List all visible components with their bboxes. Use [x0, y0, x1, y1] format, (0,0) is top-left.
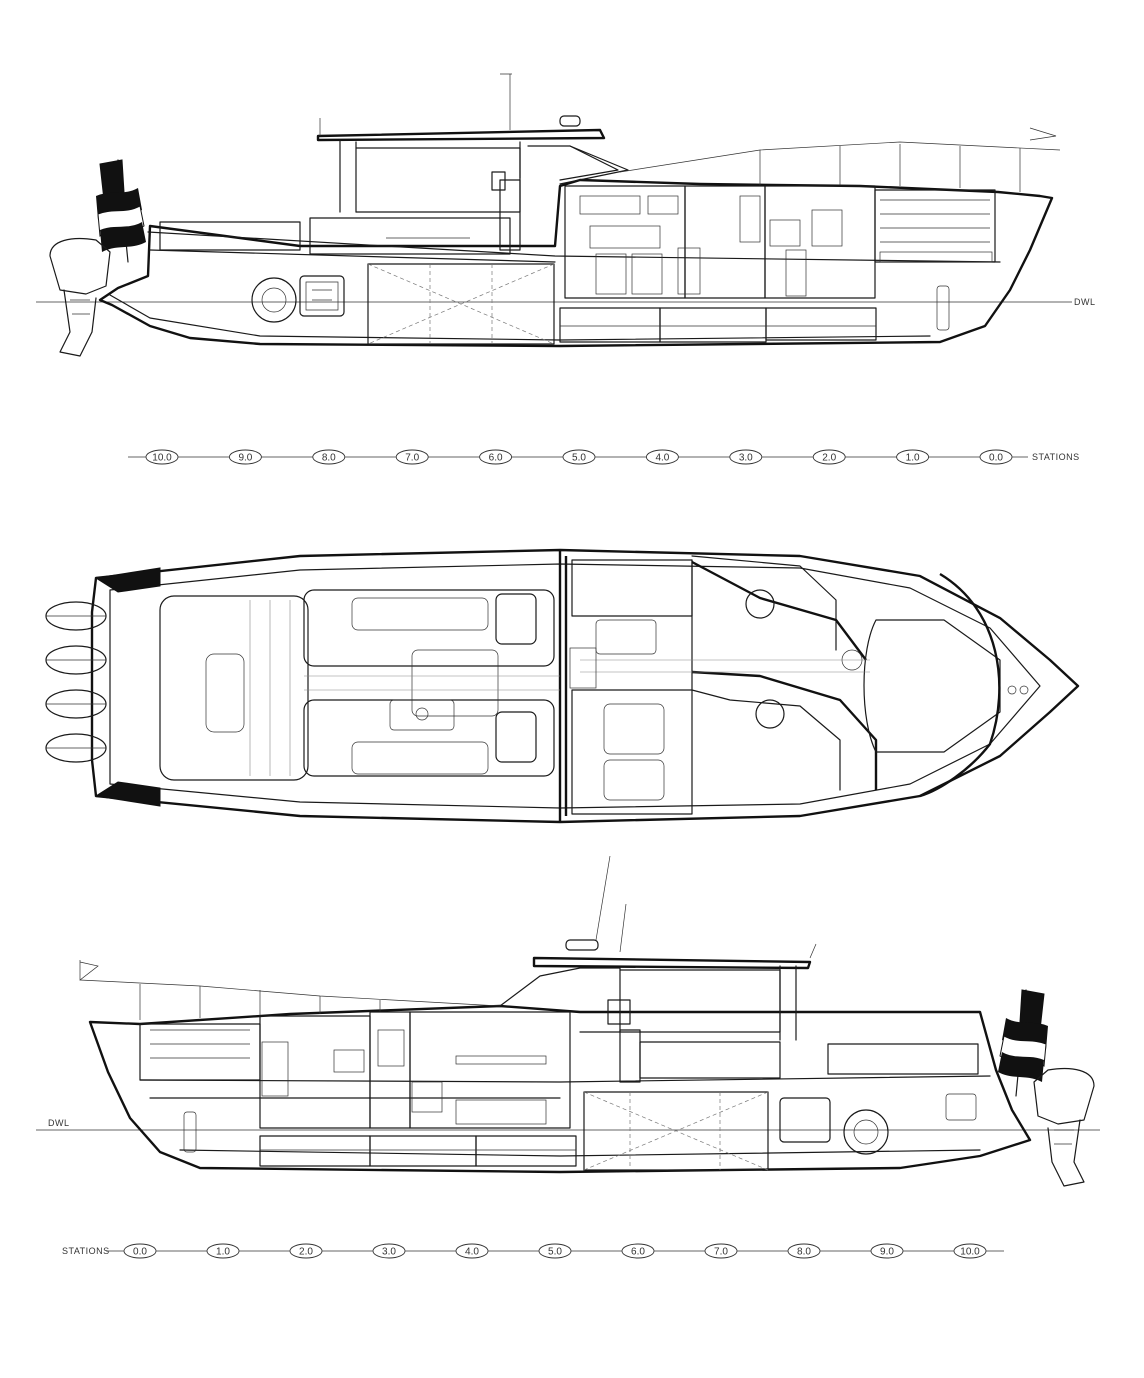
outboard-motor-icon	[49, 237, 111, 357]
deck-line-bottom	[139, 1075, 991, 1083]
top-station-oval	[979, 449, 1013, 465]
bottom-station-label: 9.0	[880, 1247, 894, 1258]
waterline-label-top: DWL	[1074, 297, 1096, 307]
bow-pennant-bottom	[79, 960, 99, 981]
plan-view	[45, 548, 1080, 824]
top-station-label: 8.0	[322, 453, 336, 464]
bottom-station-label: 0.0	[133, 1247, 147, 1258]
bottom-station-oval	[787, 1243, 821, 1259]
bottom-station-oval	[953, 1243, 987, 1259]
waterline-label-bottom: DWL	[48, 1118, 70, 1128]
head-aft	[755, 699, 785, 729]
stations-scale-top: 10.0 9.0 8.0 7.0 6.0 5.0 4.0 3.0 2.0 1.0 0.0 STATI…	[128, 449, 1080, 465]
top-station-label: 1.0	[906, 453, 920, 464]
radar-dome-top	[559, 115, 581, 127]
outboard-motor-icon	[1033, 1067, 1095, 1187]
top-station-oval	[729, 449, 763, 465]
top-station-label: 4.0	[655, 453, 669, 464]
top-station-label: 10.0	[152, 453, 172, 464]
cleat-aft-stbd	[94, 781, 161, 807]
top-station-oval	[395, 449, 429, 465]
bottom-station-oval	[704, 1243, 738, 1259]
profile-top: DWL	[36, 73, 1096, 465]
cleat-fwd-port	[94, 567, 161, 593]
deck-line-top	[147, 231, 1001, 263]
bottom-station-oval	[455, 1243, 489, 1259]
bottom-station-oval	[870, 1243, 904, 1259]
bottom-station-label: 10.0	[960, 1247, 980, 1258]
bow-rail-top	[619, 141, 1061, 173]
bow-pennant-top	[1029, 127, 1057, 141]
bottom-station-label: 3.0	[382, 1247, 396, 1258]
top-station-oval	[228, 449, 262, 465]
head-fwd	[745, 589, 775, 619]
top-station-oval	[812, 449, 846, 465]
top-station-oval	[562, 449, 596, 465]
top-station-oval	[645, 449, 679, 465]
top-station-label: 0.0	[989, 453, 1003, 464]
stations-label-bottom: STATIONS	[62, 1246, 110, 1256]
top-station-label: 7.0	[405, 453, 419, 464]
antenna-bottom	[595, 855, 817, 959]
bottom-station-oval	[372, 1243, 406, 1259]
top-station-oval	[312, 449, 346, 465]
hardtop-bottom	[532, 956, 812, 970]
top-station-label: 2.0	[822, 453, 836, 464]
bottom-station-oval	[538, 1243, 572, 1259]
bottom-station-oval	[621, 1243, 655, 1259]
bottom-station-oval	[123, 1243, 157, 1259]
profile-bottom: DWL	[36, 855, 1100, 1259]
bottom-station-label: 1.0	[216, 1247, 230, 1258]
top-station-oval	[896, 449, 930, 465]
bottom-station-label: 7.0	[714, 1247, 728, 1258]
hull-top	[98, 178, 1054, 348]
bilge-tanks-top	[367, 263, 877, 345]
bottom-station-oval	[289, 1243, 323, 1259]
outboard-motors-plan	[45, 601, 107, 763]
hardtop-top	[316, 128, 606, 142]
cabin-compartments-bottom	[139, 1011, 571, 1129]
stations-scale-bottom: 0.0 1.0 2.0 3.0 4.0 5.0 6.0 7.0 8.0 9.0 10.0 STATI…	[62, 1243, 1004, 1259]
stations-label-top: STATIONS	[1032, 452, 1080, 462]
machinery-bottom	[183, 1093, 977, 1155]
bottom-station-label: 2.0	[299, 1247, 313, 1258]
machinery-top	[251, 275, 950, 331]
top-station-label: 5.0	[572, 453, 586, 464]
bottom-station-label: 4.0	[465, 1247, 479, 1258]
cabin-compartments-top	[564, 185, 996, 299]
flag-icon	[998, 989, 1048, 1097]
radar-dome-bottom	[565, 939, 599, 951]
top-station-label: 3.0	[739, 453, 753, 464]
bottom-station-label: 5.0	[548, 1247, 562, 1258]
bilge-tanks-bottom	[259, 1091, 769, 1171]
bottom-station-oval	[206, 1243, 240, 1259]
top-station-label: 6.0	[489, 453, 503, 464]
vberth-plan	[863, 619, 1001, 753]
bow-rail-bottom	[79, 979, 501, 1007]
hull-plan	[90, 548, 1080, 824]
cockpit-plan	[159, 589, 560, 781]
hull-bottom	[88, 1004, 1032, 1174]
cockpit-top	[159, 171, 521, 255]
top-station-label: 9.0	[238, 453, 252, 464]
bottom-station-label: 6.0	[631, 1247, 645, 1258]
top-station-oval	[145, 449, 179, 465]
bottom-station-label: 8.0	[797, 1247, 811, 1258]
cockpit-bottom	[607, 999, 979, 1083]
flag-icon	[96, 159, 146, 263]
antenna-top	[319, 73, 512, 136]
top-station-oval	[479, 449, 513, 465]
interior-plan	[569, 555, 1029, 815]
